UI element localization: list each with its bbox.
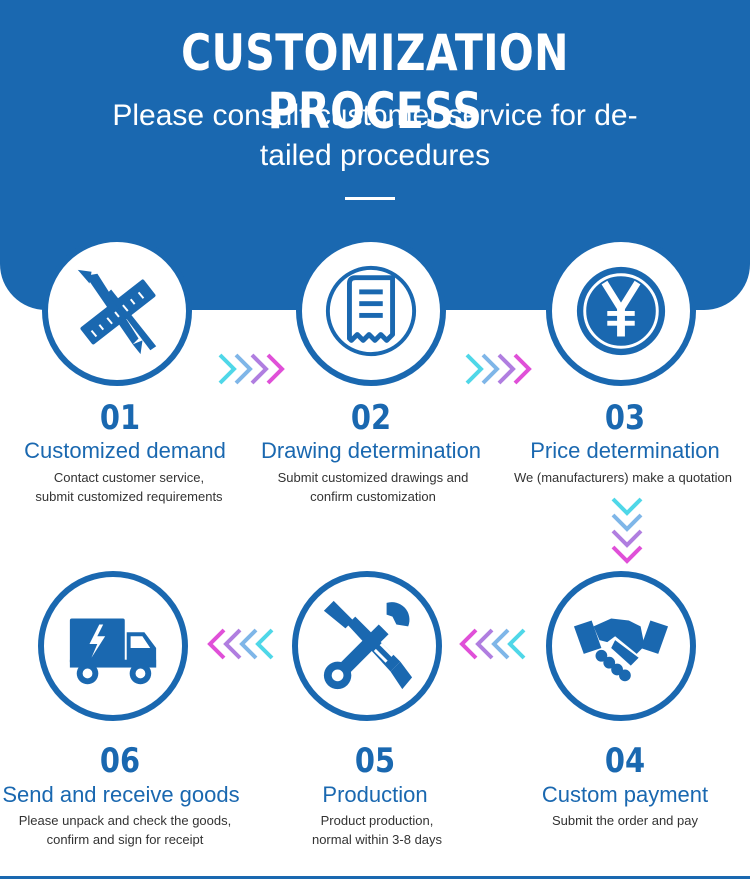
step-05-description: Product production, normal within 3-8 da…	[252, 811, 502, 849]
step-06-title: Send and receive goods	[2, 782, 240, 807]
handshake-icon	[573, 618, 669, 682]
step-04-description: Submit the order and pay	[500, 811, 750, 830]
step-04-title: Custom payment	[541, 782, 709, 807]
chevron-right-icon	[465, 353, 532, 385]
document-icon	[325, 265, 417, 357]
step-05-desc-line-1: Product production,	[320, 813, 434, 828]
step-01-circle	[42, 236, 192, 386]
step-06-desc-line-1: Please unpack and check the goods,	[18, 813, 232, 828]
wrench-screwdriver-icon	[323, 600, 413, 690]
step-02-description: Submit customized drawings and confirm c…	[248, 468, 498, 506]
step-05-number: 05	[354, 741, 396, 781]
step-06-circle	[38, 571, 188, 721]
step-02-desc-line-1: Submit customized drawings and	[277, 470, 469, 485]
step-05-desc-line-2: normal within 3-8 days	[311, 832, 443, 847]
yen-coin-icon	[576, 266, 666, 356]
page-title: CUSTOMIZATION PROCESS	[181, 24, 569, 140]
step-03-title: Price determination	[530, 438, 720, 463]
step-01-number: 01	[99, 398, 141, 438]
chevron-left-icon	[459, 628, 526, 660]
step-01-desc-line-1: Contact customer service,	[53, 470, 205, 485]
step-03-number: 03	[604, 398, 646, 438]
step-06-number: 06	[99, 741, 141, 781]
step-04-circle	[546, 571, 696, 721]
ruler-compass-icon	[77, 269, 157, 355]
truck-icon	[69, 618, 157, 685]
step-06-desc-line-2: confirm and sign for receipt	[46, 832, 204, 847]
step-05-circle	[292, 571, 442, 721]
chevron-right-icon	[218, 353, 285, 385]
step-01-title: Customized demand	[24, 438, 226, 463]
step-02-circle	[296, 236, 446, 386]
step-01-desc-line-2: submit customized requirements	[35, 489, 223, 504]
step-03-circle	[546, 236, 696, 386]
page-subtitle: Please consult customer service for de- …	[0, 96, 750, 176]
step-02-desc-line-2: confirm customization	[310, 489, 436, 504]
header-divider	[345, 197, 395, 200]
bottom-divider	[0, 876, 750, 879]
step-03-description: We (manufacturers) make a quotation	[498, 468, 748, 487]
step-04-desc-line-1: Submit the order and pay	[552, 813, 698, 828]
step-03-desc-line-1: We (manufacturers) make a quotation	[514, 470, 732, 485]
step-04-number: 04	[604, 741, 646, 781]
step-02-number: 02	[350, 398, 392, 438]
chevron-left-icon	[207, 628, 274, 660]
subtitle-line-1: Please consult customer service for de-	[112, 99, 638, 132]
step-01-description: Contact customer service, submit customi…	[4, 468, 254, 506]
step-06-description: Please unpack and check the goods, confi…	[0, 811, 250, 849]
step-02-title: Drawing determination	[260, 438, 482, 463]
chevron-down-icon	[611, 497, 643, 564]
subtitle-line-2: tailed procedures	[259, 139, 491, 172]
step-05-title: Production	[322, 782, 428, 807]
